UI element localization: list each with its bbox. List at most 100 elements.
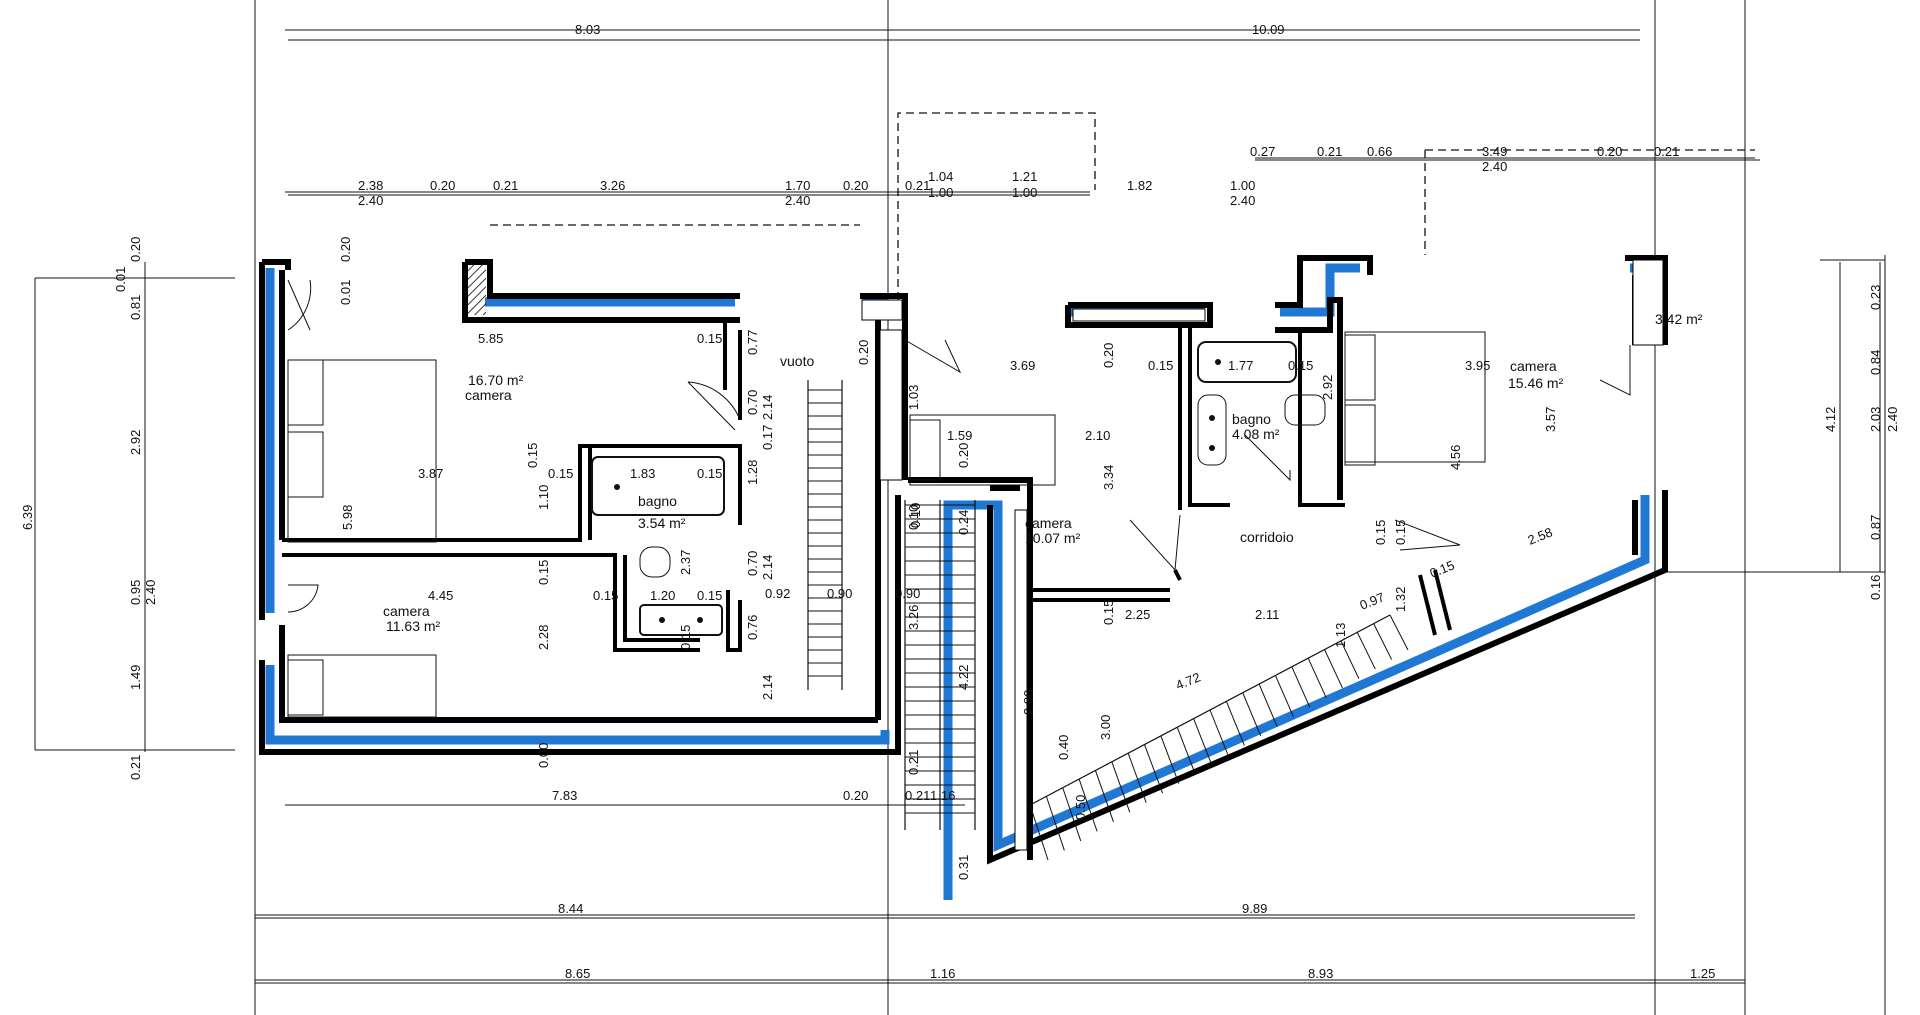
dimension-lines <box>144 39 1881 984</box>
dim-int: 0.15 <box>1288 358 1313 373</box>
stair-tread <box>1373 623 1393 660</box>
dim-int: 3.26 <box>906 605 921 630</box>
dim-left: 2.92 <box>128 430 143 455</box>
dim-int: 0.10 <box>906 505 921 530</box>
dim-top-a: 1.82 <box>1127 178 1152 193</box>
room-area: 15.46 m² <box>1508 375 1564 391</box>
dim-top-b: 2.40 <box>358 193 383 208</box>
dim-int: 0.15 <box>1373 520 1388 545</box>
dim-top-a: 1.00 <box>1230 178 1255 193</box>
dim-int: 0.01 <box>338 280 353 305</box>
stair-tread <box>1356 632 1376 670</box>
dim-int: 2.14 <box>760 675 775 700</box>
room-name: bagno <box>1232 411 1271 427</box>
dim-int: 3.00 <box>1098 715 1113 740</box>
dim-left: 0.01 <box>113 267 128 292</box>
dim-right: 0.16 <box>1868 575 1883 600</box>
stair-tread <box>1176 727 1196 775</box>
room-name: corridoio <box>1240 529 1294 545</box>
dim-left: 1.49 <box>128 665 143 690</box>
dim-int: 4.72 <box>1174 669 1203 692</box>
dim-int: 0.15 <box>697 466 722 481</box>
walls <box>259 255 1668 865</box>
stair-tread <box>1242 692 1262 737</box>
dim-bottom-inner: 1.16 <box>930 788 955 803</box>
dim-int: 0.40 <box>1056 735 1071 760</box>
dim-top-b: 2.40 <box>1482 159 1507 174</box>
dim-right: 0.84 <box>1868 350 1883 375</box>
dim-int: 2.25 <box>1125 607 1150 622</box>
dim-int: 1.83 <box>630 466 655 481</box>
stair-tread <box>1340 640 1360 679</box>
stair-tread <box>1209 709 1229 756</box>
room-area: 10.07 m² <box>1025 530 1081 546</box>
room-name: camera <box>1510 358 1557 374</box>
dim-int: 2.14 <box>760 555 775 580</box>
stair-tread <box>1274 675 1294 718</box>
dim-int: 0.92 <box>765 586 790 601</box>
stair-tread <box>1389 614 1409 651</box>
dim-left: 6.39 <box>20 505 35 530</box>
room-labels: 16.70 m² camera camera 11.63 m² bagno 3.… <box>383 311 1703 634</box>
dim-int: 0.31 <box>956 855 971 880</box>
door-swings <box>287 279 1631 613</box>
dim-top-b: 2.40 <box>785 193 810 208</box>
dim-int: 0.24 <box>956 510 971 535</box>
partitions <box>282 320 1452 652</box>
roof-outline <box>490 112 1755 300</box>
dim-int: 0.70 <box>745 390 760 415</box>
dim-int: 2.92 <box>1320 375 1335 400</box>
dim-int: 0.15 <box>1148 358 1173 373</box>
dim-int: 0.17 <box>760 425 775 450</box>
dim-right: 0.23 <box>1868 285 1883 310</box>
dim-top-a: 1.04 <box>928 169 953 184</box>
fixtures <box>287 331 1486 718</box>
dim-int: 0.70 <box>745 551 760 576</box>
dim-int: 0.21 <box>906 750 921 775</box>
room-name: vuoto <box>780 353 814 369</box>
dim-right: 2.03 <box>1868 407 1883 432</box>
dim-int: 0.90 <box>827 586 852 601</box>
dim-top-a: 0.20 <box>843 178 868 193</box>
dim-top-a: 3.49 <box>1482 144 1507 159</box>
dim-bottom-inner: 7.83 <box>552 788 577 803</box>
stair-tread <box>1029 804 1049 861</box>
stair-tread <box>1111 761 1131 813</box>
dim-int: 0.77 <box>745 330 760 355</box>
dim-int: 0.15 <box>548 466 573 481</box>
dim-int: 3.57 <box>1543 407 1558 432</box>
dim-int: 2.11 <box>1255 607 1279 622</box>
dim-top-b: 1.00 <box>1012 185 1037 200</box>
stairs-center <box>904 500 976 830</box>
dim-int: 0.00 <box>536 743 551 768</box>
dim-bottom-inner: 0.20 <box>843 788 868 803</box>
dim-int: 0.20 <box>338 237 353 262</box>
dim-int: 2.10 <box>1085 428 1110 443</box>
dim-top-a: 2.38 <box>358 178 383 193</box>
dim-int: 3.69 <box>1010 358 1035 373</box>
stair-tread <box>1094 770 1114 822</box>
dim-int: 2.80 <box>1021 690 1036 715</box>
stair-tread <box>1160 735 1180 784</box>
dim-top-a: 0.27 <box>1250 144 1275 159</box>
dim-top-a: 0.20 <box>1597 144 1622 159</box>
room-area: 4.08 m² <box>1232 426 1280 442</box>
dim-bottom: 8.44 <box>558 901 583 916</box>
room-area: 16.70 m² <box>468 372 524 388</box>
stair-tread <box>1225 701 1245 746</box>
dim-top-a: 0.21 <box>1317 144 1342 159</box>
reference-lines <box>34 0 1886 1015</box>
room-area: 3.54 m² <box>638 515 686 531</box>
dim-right: 4.12 <box>1823 407 1838 432</box>
dim-top-a: 0.21 <box>905 178 930 193</box>
dim-left: 0.95 <box>128 580 143 605</box>
stair-tread <box>1193 718 1213 765</box>
dim-int: 0.15 <box>593 588 618 603</box>
dim-int: 0.20 <box>1101 343 1116 368</box>
stair-tread <box>1062 787 1082 842</box>
dim-top-a: 0.20 <box>430 178 455 193</box>
stair-tread <box>1307 657 1327 698</box>
stair-tread <box>1291 666 1311 708</box>
dim-int: 2.58 <box>1526 524 1555 547</box>
stair-tread <box>1127 753 1147 803</box>
